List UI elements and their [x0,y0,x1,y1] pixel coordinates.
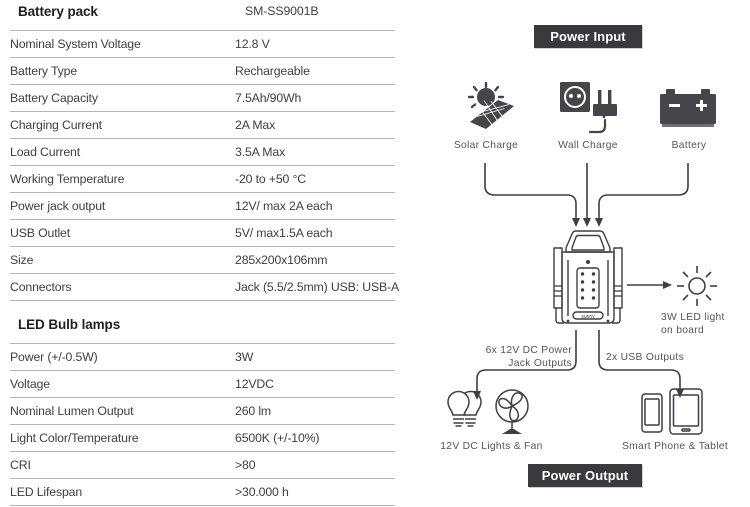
sun-light-icon [677,266,717,306]
power-input-badge: Power Input [534,25,642,48]
battery-pack-spec-block: Battery pack SM-SS9001B Nominal System V… [10,4,399,301]
lights-and-fan-icon-box [442,388,538,436]
lights-and-fan-label: 12V DC Lights & Fan [440,441,543,452]
onboard-led-label-line1: 3W LED light [661,312,725,323]
spec-key: Charging Current [10,111,235,139]
spec-value: Rechargeable [235,57,395,85]
led-bulb-title: LED Bulb lamps [18,317,121,332]
spec-value: Jack (5.5/2.5mm) USB: USB-A [235,273,399,301]
spec-value: 260 lm [235,397,395,425]
usb-outputs-caption: 2x USB Outputs [606,352,685,363]
spec-key: Battery Capacity [10,84,235,112]
spec-value: 12.8 V [235,30,395,58]
wall-charge-icon-box [560,82,622,136]
dc-jack-outputs-caption-line1: 6x 12V DC Power [485,345,572,356]
spec-key: CRI [10,451,235,479]
portable-power-station-icon-box: sunny [540,226,636,334]
spec-key: Nominal System Voltage [10,30,235,58]
spec-key: Size [10,246,235,274]
spec-value: 285x200x106mm [235,246,395,274]
spec-value: -20 to +50 °C [235,165,395,193]
led-bulb-header: LED Bulb lamps [10,317,395,343]
spec-value: 2A Max [235,111,395,139]
spec-key: Connectors [10,273,235,301]
spec-key: Voltage [10,370,235,398]
power-flow-diagram: Power Input Power Output [410,0,750,507]
spec-key: Working Temperature [10,165,235,193]
spec-key: Battery Type [10,57,235,85]
portable-power-station-icon: sunny [553,230,623,324]
specifications-panel: Battery pack SM-SS9001B Nominal System V… [10,4,399,506]
table-row: CRI>80 [10,451,395,479]
spec-key: Light Color/Temperature [10,424,235,452]
spec-value: 6500K (+/-10%) [235,424,395,452]
spec-value: 12VDC [235,370,395,398]
spec-value: >30.000 h [235,478,395,506]
onboard-led-label-line2: on board [661,325,705,336]
solar-charge-label: Solar Charge [453,140,519,151]
fan-base [502,428,522,434]
solar-panel-icon [467,81,514,129]
battery-icon-box [660,88,718,130]
wire-battery-to-unit [598,163,689,219]
spec-value: 3W [235,343,395,371]
table-row: Working Temperature-20 to +50 °C [10,165,395,193]
arrowhead-onboard-led [663,281,672,289]
spec-value: 12V/ max 2A each [235,192,395,220]
spec-value: 7.5Ah/90Wh [235,84,395,112]
wall-socket-plug-icon [560,82,617,134]
solar-charge-icon-box [458,81,514,132]
power-output-badge: Power Output [528,464,642,487]
spec-key: Power (+/-0.5W) [10,343,235,371]
phone-and-tablet-label: Smart Phone & Tablet [622,441,728,452]
car-battery-icon [660,89,716,127]
spec-key: Nominal Lumen Output [10,397,235,425]
spec-key: Load Current [10,138,235,166]
onboard-led-icon-box [676,265,718,307]
bulbs-and-fan-icon [447,389,529,434]
table-row: LED Lifespan>30.000 h [10,478,395,506]
battery-pack-model-number: SM-SS9001B [245,4,319,18]
spec-key: LED Lifespan [10,478,235,506]
wall-charge-label: Wall Charge [558,140,618,151]
table-row: Power (+/-0.5W)3W [10,343,395,371]
battery-label: Battery [671,140,707,151]
wire-solar-to-unit [484,163,577,219]
spec-value: 3.5A Max [235,138,395,166]
phone-and-tablet-icon-box [622,388,712,436]
battery-pack-header: Battery pack SM-SS9001B [10,4,395,30]
dc-jack-outputs-caption-line2: Jack Outputs [508,358,572,369]
battery-pack-title: Battery pack [18,4,98,19]
spec-value: >80 [235,451,395,479]
spec-key: USB Outlet [10,219,235,247]
spec-key: Power jack output [10,192,235,220]
spec-value: 5V/ max1.5A each [235,219,395,247]
unit-brand-text: sunny [581,314,595,320]
solar-panel-grid [470,100,514,129]
phone-and-tablet-icon [641,388,703,435]
